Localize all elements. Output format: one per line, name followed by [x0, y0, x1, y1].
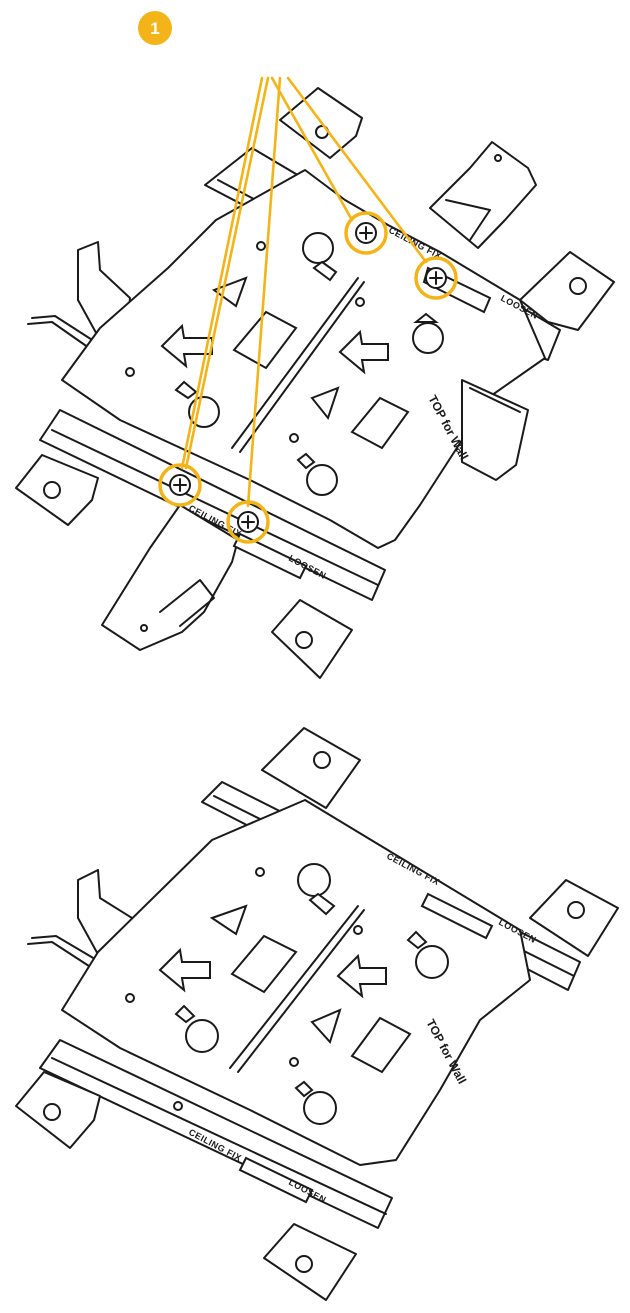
bottom-bracket-without-screws: CEILING FIX LOOSEN TOP for Wall CEILING …: [15, 727, 619, 1301]
small-hole-1: [125, 367, 135, 377]
screw-2: [425, 267, 447, 289]
b-lower-slot: [238, 1156, 314, 1204]
b-small-hole-4: [255, 867, 265, 877]
center-rib-2: [239, 281, 365, 453]
keyhole-1: [302, 232, 338, 282]
bottom-mount-tab-hole: [295, 631, 313, 649]
small-hole-2: [289, 433, 299, 443]
small-hole-3: [355, 297, 365, 307]
upper-clip-hole: [494, 154, 502, 162]
b-left-mount-tab-hole: [43, 1103, 61, 1121]
screw-4-highlight: [226, 500, 270, 544]
top-bracket-with-screws: CEILING FIX LOOSEN TOP for Wall CEILING …: [15, 76, 615, 679]
b-center-rib-2: [237, 909, 365, 1073]
screw-1: [355, 222, 377, 244]
screw-2-highlight: [414, 256, 458, 300]
upper-clip-detail: [445, 199, 491, 241]
b-keyhole-4: [294, 1080, 337, 1125]
right-block: [461, 379, 529, 481]
left-mount-tab-hole: [43, 481, 61, 499]
lower-slot: [232, 532, 308, 580]
slot-right: [350, 396, 410, 450]
left-pin-2: [27, 321, 93, 351]
left-pin: [31, 315, 101, 346]
right-block-fold: [469, 387, 521, 413]
b-triangle-down: [310, 1008, 342, 1044]
arrow-right: [338, 329, 389, 375]
b-upper-slot: [420, 892, 494, 940]
keyhole-4: [296, 452, 338, 496]
b-center-rib: [229, 905, 359, 1069]
right-mount-tab: [519, 251, 615, 331]
triangle-down: [310, 386, 340, 421]
b-upper-back-tab-hole: [313, 751, 331, 769]
b-keyhole-1: [297, 863, 336, 916]
right-mount-tab-hole: [569, 277, 587, 295]
b-slot-right: [350, 1016, 412, 1074]
b-slot-center: [230, 934, 298, 994]
upper-clip: [429, 141, 537, 249]
b-upper-back-tab: [261, 727, 361, 809]
b-right-mount-tab-hole: [567, 901, 585, 919]
lower-clip-hole: [140, 624, 148, 632]
screw-3-highlight: [158, 463, 202, 507]
lower-flange-fold: [51, 429, 379, 586]
center-rib: [231, 277, 359, 449]
b-arrow-left: [158, 947, 211, 993]
triangle-up: [211, 276, 248, 308]
leader-lines: [180, 76, 428, 508]
b-keyhole-2: [406, 930, 449, 979]
b-left-pin: [31, 935, 101, 963]
small-hole-4: [256, 241, 266, 251]
b-small-hole-3: [353, 925, 363, 935]
b-small-hole-2: [289, 1057, 299, 1067]
lower-clip: [101, 504, 239, 651]
keyhole-2: [412, 312, 444, 354]
b-bottom-mount-tab-hole: [295, 1255, 313, 1273]
b-left-pin-2: [27, 941, 93, 969]
b-small-hole-1: [125, 993, 135, 1003]
slot-center: [232, 310, 298, 370]
step-badge-circle: [138, 11, 172, 45]
b-arrow-right: [336, 953, 387, 999]
b-main-plate: [61, 799, 531, 1166]
lower-clip-detail: [159, 579, 215, 627]
b-lower-flange-fold: [51, 1057, 387, 1215]
step-badge: 1: [138, 11, 172, 45]
screw-3: [169, 474, 191, 496]
b-triangle-up: [209, 904, 248, 936]
step-number: 1: [150, 19, 159, 38]
b-keyhole-3: [174, 1004, 219, 1053]
b-small-hole-5: [173, 1101, 183, 1111]
screw-1-highlight: [344, 211, 388, 255]
screw-4: [237, 511, 259, 533]
